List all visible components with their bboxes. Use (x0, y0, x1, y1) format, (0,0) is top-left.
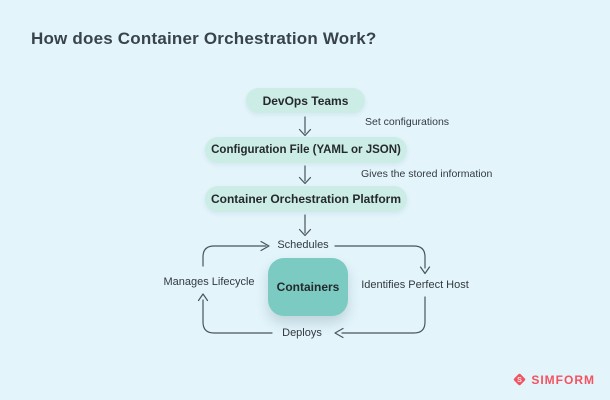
simform-s-icon: S (514, 373, 526, 386)
cycle-arrow-to-identifies-host (334, 245, 431, 275)
brand-logo: S SIMFORM (512, 372, 595, 387)
node-orchestration-platform: Container Orchestration Platform (205, 186, 407, 212)
node-label: Configuration File (YAML or JSON) (211, 144, 401, 156)
cycle-label-schedules: Schedules (277, 239, 329, 251)
brand-name: SIMFORM (531, 372, 595, 387)
cycle-arrow-to-schedules (202, 240, 270, 267)
edge-label-stored-information: Gives the stored information (361, 168, 493, 180)
node-label: Containers (276, 280, 340, 294)
cycle-arrow-to-deploys (334, 296, 426, 339)
cycle-label-manages-lifecycle: Manages Lifecycle (163, 276, 255, 288)
edge-label-set-configurations: Set configurations (365, 116, 450, 128)
arrow-devops-to-config (298, 116, 312, 137)
arrow-config-to-platform (298, 165, 312, 185)
node-label: Container Orchestration Platform (210, 192, 402, 206)
node-label: DevOps Teams (262, 93, 349, 108)
cycle-arrow-to-manages-lifecycle (197, 293, 273, 334)
node-configuration-file: Configuration File (YAML or JSON) (205, 137, 407, 163)
cycle-label-identifies-host: Identifies Perfect Host (361, 279, 469, 291)
page-title: How does Container Orchestration Work? (31, 29, 377, 48)
arrow-platform-to-cycle (298, 214, 312, 237)
node-devops-teams: DevOps Teams (246, 88, 365, 113)
node-containers: Containers (268, 258, 348, 316)
cycle-label-deploys: Deploys (282, 327, 322, 339)
svg-text:S: S (517, 376, 522, 384)
